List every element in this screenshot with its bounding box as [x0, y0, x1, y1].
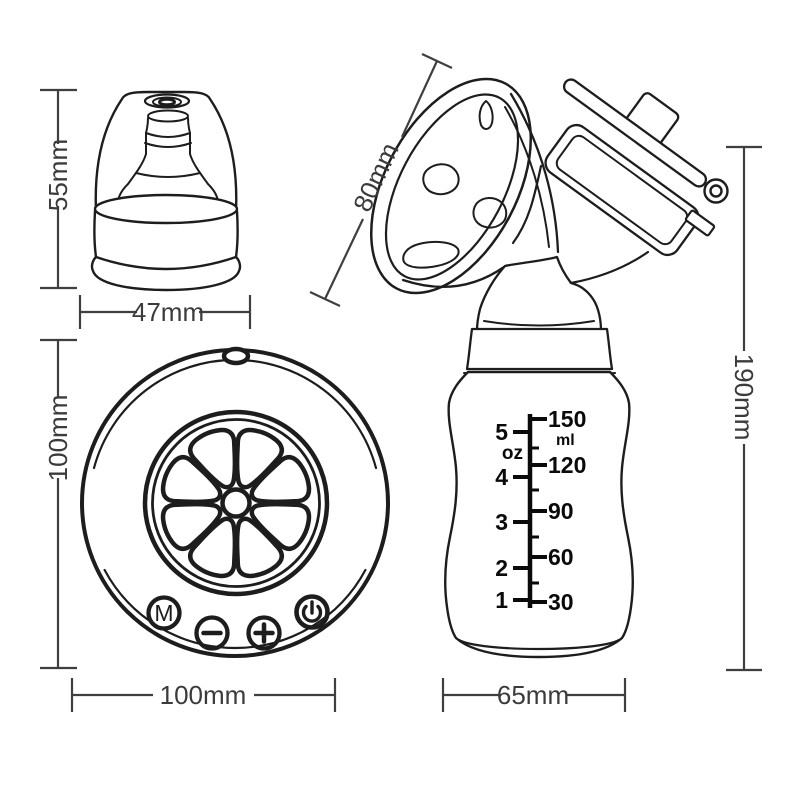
funnel-cone-upper-edge	[509, 92, 560, 254]
funnel-bell-inner-arc	[483, 320, 595, 327]
nipple-cap-drawing	[90, 90, 242, 292]
bottle-cap-ring	[465, 327, 614, 371]
scale-ml-label: 120	[548, 452, 586, 478]
mode-button[interactable]: M	[146, 595, 182, 631]
scale-oz-label: 5	[495, 419, 508, 445]
scale-oz-unit: oz	[502, 443, 523, 464]
wheel-inner-ring	[151, 418, 321, 588]
power-icon	[301, 600, 323, 623]
dim-motor-height-label: 100mm	[43, 395, 73, 482]
bottle-scale: 150 ml 120 90 60 30 5 oz 4 3 2 1	[495, 406, 586, 615]
scale-ml-unit: ml	[556, 432, 575, 449]
funnel-highlight-blobs	[402, 100, 508, 269]
mode-button-label: M	[154, 600, 173, 626]
pump-port-hole	[709, 184, 723, 198]
scale-oz-label: 2	[495, 555, 508, 581]
power-button[interactable]	[294, 594, 330, 630]
motor-wheel	[142, 409, 330, 597]
feeding-bottle-drawing: 150 ml 120 90 60 30 5 oz 4 3 2 1	[444, 327, 634, 659]
pump-casing-right-edge	[569, 250, 650, 285]
scale-ml-label: 60	[548, 544, 574, 570]
wheel-outer-ring	[142, 409, 330, 597]
scale-ml-ticks	[530, 417, 547, 604]
cap-top-opening	[143, 93, 191, 109]
decrease-button[interactable]	[194, 615, 230, 651]
motor-unit-drawing: M	[80, 346, 390, 658]
motor-top-notch-oval	[221, 346, 251, 366]
funnel-cone-inner-line	[504, 106, 550, 248]
scale-oz-label: 1	[495, 587, 508, 613]
scale-ml-label: 90	[548, 498, 574, 524]
motor-outer-circle	[80, 348, 390, 658]
scale-oz-label: 4	[495, 464, 508, 490]
scale-oz-ticks	[513, 430, 530, 602]
dim-assembly-height-label: 190mm	[729, 354, 759, 441]
dim-bottle-width: 65mm	[441, 678, 627, 712]
dim-cap-height: 55mm	[40, 88, 77, 290]
pump-casing-left-edge	[511, 164, 543, 245]
scale-minor-ticks	[530, 446, 539, 585]
dim-assembly-height: 190mm	[726, 145, 762, 672]
dim-motor-width-label: 100mm	[160, 680, 247, 710]
bottle-base-inner-arc	[457, 638, 621, 651]
scale-ml-label: 150	[548, 406, 586, 432]
wheel-petals	[160, 427, 312, 579]
pump-latch	[684, 209, 716, 237]
dim-motor-height: 100mm	[40, 338, 77, 670]
dim-cap-width-label: 47mm	[132, 297, 204, 327]
dim-cap-height-label: 55mm	[43, 139, 73, 211]
bottle-body	[444, 370, 634, 659]
pump-port-ring	[703, 178, 729, 204]
pump-lid	[562, 78, 708, 188]
motor-buttons: M	[146, 594, 330, 651]
dim-cap-width: 47mm	[78, 295, 252, 329]
cap-base	[90, 209, 242, 292]
wheel-hub	[220, 487, 252, 519]
pump-mechanism	[511, 78, 729, 285]
plus-icon	[253, 622, 275, 644]
breast-shield-assembly-drawing	[369, 77, 729, 338]
dim-bottle-width-label: 65mm	[497, 680, 569, 710]
breast-shield-funnel	[369, 77, 603, 338]
increase-button[interactable]	[246, 615, 282, 651]
scale-oz-label: 3	[495, 509, 508, 535]
scale-ml-label: 30	[548, 589, 574, 615]
dim-motor-width: 100mm	[70, 678, 337, 712]
cap-base-band	[93, 193, 239, 225]
motor-bottom-inner-arc	[103, 568, 367, 650]
funnel-bell-base	[475, 255, 603, 338]
funnel-cone-lower-edge	[401, 265, 506, 288]
pump-body-inner	[555, 134, 689, 246]
funnel-rim-outer	[369, 77, 533, 295]
pump-body	[544, 123, 700, 257]
